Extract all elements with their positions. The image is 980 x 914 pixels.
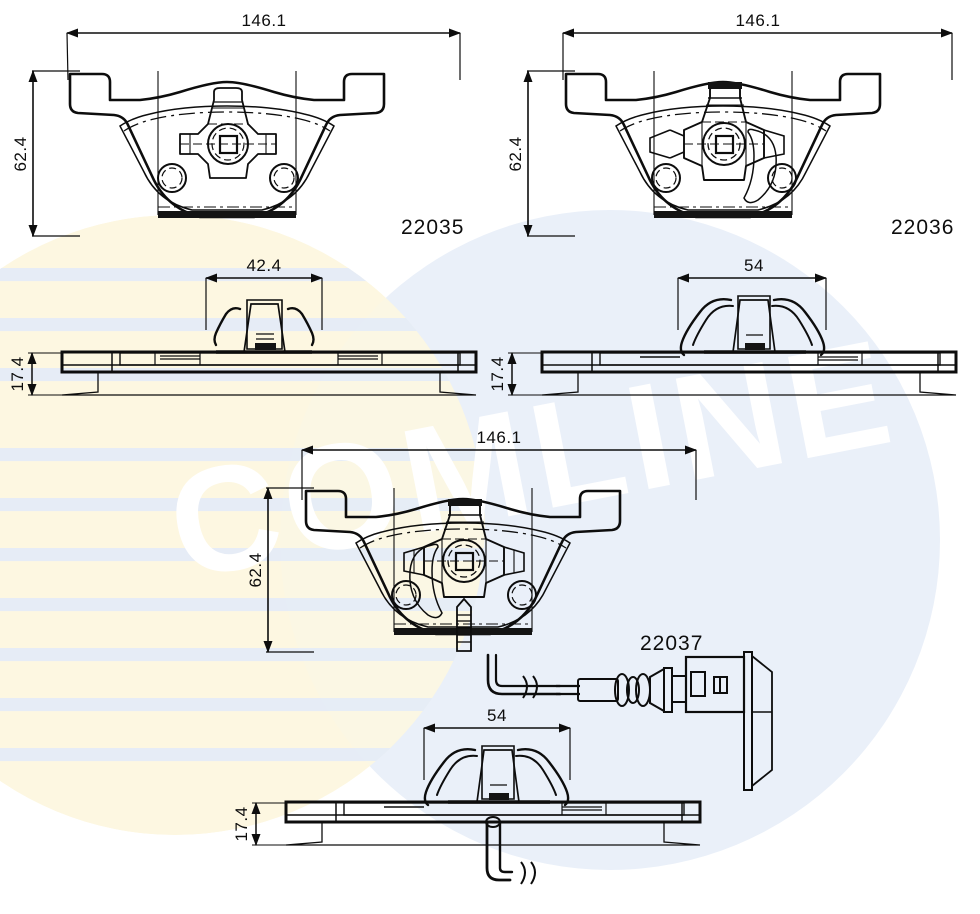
centre-hub-22035 <box>179 87 277 179</box>
clip-width-label: 54 <box>487 706 507 725</box>
thickness-dimension-22036: 17.4 <box>488 352 548 396</box>
thickness-dimension-22035: 17.4 <box>8 352 68 396</box>
view-side-22035: 42.4 17.4 <box>8 256 478 396</box>
view-pad-22036: 146.1 62.4 <box>506 11 954 239</box>
clip-width-label: 54 <box>744 256 764 275</box>
thickness-label: 17.4 <box>8 356 27 391</box>
spring-clip-22037 <box>423 745 570 807</box>
backing-plate-edge-22037 <box>284 800 702 846</box>
spring-clip-22035 <box>213 299 315 354</box>
height-dimension-22037: 62.4 <box>246 487 314 653</box>
view-pad-22035: 146.1 62.4 <box>11 11 464 239</box>
thickness-label: 17.4 <box>488 356 507 391</box>
rivet-hole-left-22037 <box>391 580 421 610</box>
wear-sensor-pin-22037 <box>456 597 472 652</box>
ferrule <box>649 667 687 713</box>
centre-hub-22036 <box>649 82 785 181</box>
width-dimension-label: 146.1 <box>241 11 286 30</box>
clip-width-dimension-22035: 42.4 <box>205 256 323 330</box>
clip-width-dimension-22037: 54 <box>423 706 571 780</box>
view-pad-22037: 146.1 62.4 <box>246 428 703 655</box>
height-dimension-22035: 62.4 <box>11 70 80 237</box>
thickness-dimension-22037: 17.4 <box>232 802 292 846</box>
centre-hub-22037 <box>403 499 525 598</box>
connector-body <box>684 655 746 714</box>
wear-sensor-lead-22037 <box>485 816 536 885</box>
rivet-hole-left-22036 <box>651 163 681 193</box>
rivet-hole-right-22036 <box>767 163 797 193</box>
clip-width-dimension-22036: 54 <box>677 256 827 330</box>
view-side-22037: 54 17.4 <box>232 706 702 885</box>
rivet-hole-right-22037 <box>507 580 537 610</box>
break-symbol-icon <box>522 675 538 699</box>
part-number-22036: 22036 <box>891 216 954 239</box>
crescent-shim-22037 <box>409 543 443 619</box>
height-dimension-label: 62.4 <box>506 136 525 171</box>
mounting-bracket <box>743 651 773 791</box>
backing-plate-edge-22035 <box>60 350 478 396</box>
thickness-label: 17.4 <box>232 806 251 841</box>
height-dimension-label: 62.4 <box>11 136 30 171</box>
spring-clip-22036 <box>679 295 826 357</box>
width-dimension-22035: 146.1 <box>66 11 461 81</box>
width-dimension-22037: 146.1 <box>301 428 697 500</box>
width-dimension-label: 146.1 <box>476 428 521 447</box>
height-dimension-22036: 62.4 <box>506 70 575 237</box>
strain-relief-boot <box>577 673 651 707</box>
rivet-hole-right-22035 <box>269 163 299 193</box>
width-dimension-label: 146.1 <box>735 11 780 30</box>
width-dimension-22036: 146.1 <box>562 11 953 80</box>
view-side-22036: 54 17.4 <box>488 256 958 396</box>
clip-width-label: 42.4 <box>246 256 281 275</box>
part-number-22037: 22037 <box>640 632 703 655</box>
wear-sensor-assembly <box>486 651 773 791</box>
part-number-22035: 22035 <box>401 216 464 239</box>
backing-plate-edge-22036 <box>540 350 958 396</box>
height-dimension-label: 62.4 <box>246 552 265 587</box>
rivet-hole-left-22035 <box>157 163 187 193</box>
crescent-shim-22036 <box>743 128 777 204</box>
